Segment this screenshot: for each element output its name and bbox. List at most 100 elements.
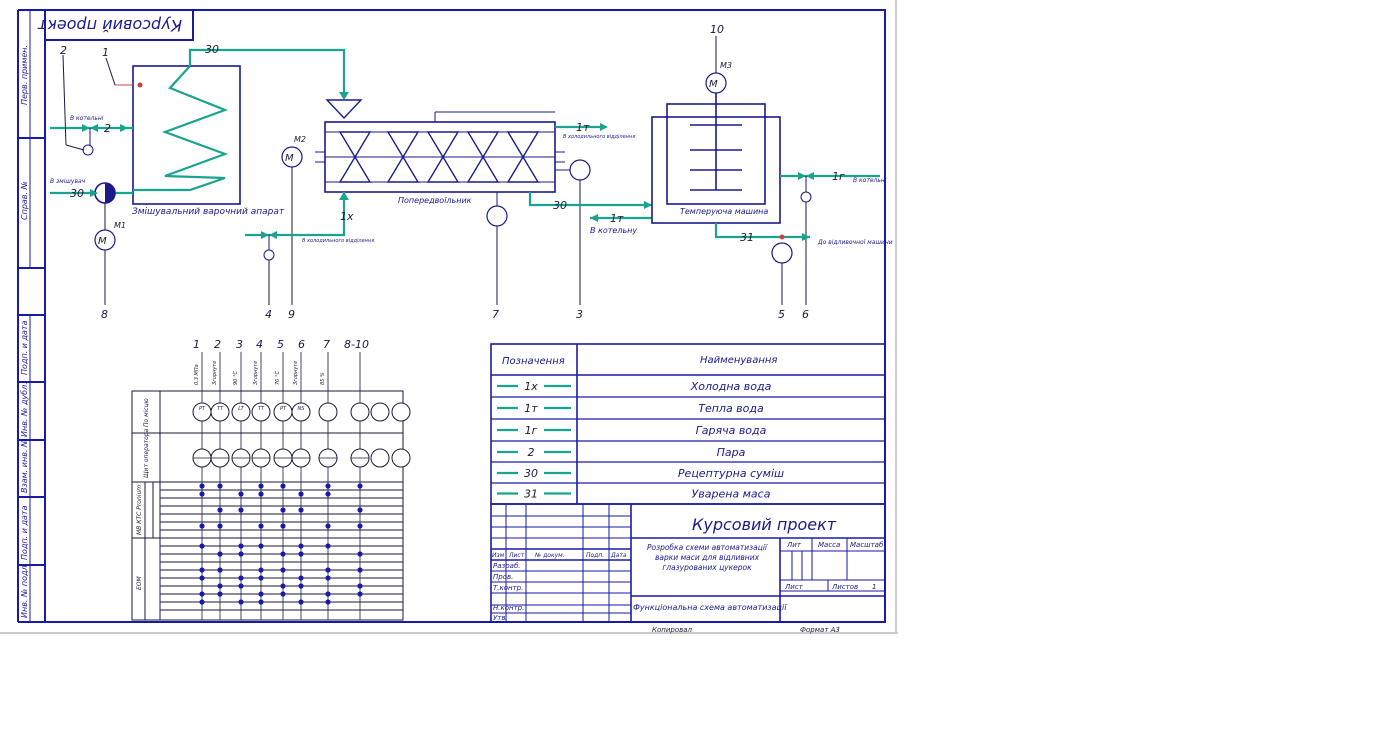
connection-dot xyxy=(238,491,244,497)
connection-dot xyxy=(258,543,264,549)
cooker-mixers xyxy=(325,131,555,183)
connection-dot xyxy=(199,483,205,489)
motor-m1: М1 xyxy=(114,221,126,230)
connection-dot xyxy=(298,575,304,581)
instrument-local xyxy=(251,402,271,422)
tb-format: Формат A3 xyxy=(800,626,840,634)
connection-dot xyxy=(217,551,223,557)
instrument-local xyxy=(231,402,251,422)
pos-1: 1 xyxy=(102,46,109,59)
svg-text:5: 5 xyxy=(277,338,284,351)
instrument-panel xyxy=(391,448,411,468)
panel-top-numbers: 1 2 3 4 5 6 7 8-10 xyxy=(193,338,369,351)
side-label: Подп. и дата xyxy=(20,320,29,375)
side-label: Перв. примен. xyxy=(20,45,29,105)
connection-dot xyxy=(357,591,363,597)
connection-dot xyxy=(258,575,264,581)
connection-dot xyxy=(238,551,244,557)
side-label: Подп. и дата xyxy=(20,505,29,560)
legend-code: 1г xyxy=(525,424,538,437)
to-boiler-label: В котельну xyxy=(590,226,637,235)
svg-text:6: 6 xyxy=(298,338,305,351)
connection-dot xyxy=(217,583,223,589)
connection-dot xyxy=(298,551,304,557)
pipe-30 xyxy=(188,48,346,96)
connection-dot xyxy=(199,567,205,573)
legend-table xyxy=(490,343,886,505)
connection-dot xyxy=(357,583,363,589)
connection-dot xyxy=(217,523,223,529)
side-label: Инв. № подл. xyxy=(20,563,29,618)
line-code-1g: 1г xyxy=(832,170,845,183)
tb-izm: Изм xyxy=(492,552,505,559)
connection-dot xyxy=(199,491,205,497)
legend-name: Холодна вода xyxy=(690,380,772,393)
motor-m3: М3 xyxy=(720,61,732,70)
instrument-tag: PT xyxy=(280,406,287,412)
pump-m1 xyxy=(50,182,133,305)
legend-code: 2 xyxy=(528,446,535,459)
pipe-31 xyxy=(714,223,810,239)
row-eom: ЕОМ xyxy=(136,575,143,590)
legend-name: Уварена маса xyxy=(692,488,771,501)
legend-header-code: Позначення xyxy=(502,356,565,367)
instrument-tag: PT xyxy=(199,406,206,412)
tb-role: Н.контр. xyxy=(493,604,524,612)
panel-note: 70 °С xyxy=(275,371,281,385)
project-title: Курсовий проект xyxy=(692,515,837,534)
svg-text:1: 1 xyxy=(193,338,200,351)
line-code-2: 2 xyxy=(104,122,111,135)
motor-symbol: M xyxy=(98,236,107,247)
tempering-label: Темперуюча машина xyxy=(680,207,768,216)
to-mold-label: До відливочної машини xyxy=(817,239,893,246)
tb-role: Пров. xyxy=(493,573,513,581)
pos-8: 8 xyxy=(101,308,108,321)
to-mixer-label: В змішувач xyxy=(50,178,86,185)
connection-dot xyxy=(357,483,363,489)
panel-note: 90 °С xyxy=(233,371,239,385)
connection-dot xyxy=(280,551,286,557)
connection-dot xyxy=(357,507,363,513)
instrument-local xyxy=(318,402,338,422)
instrument-panel xyxy=(370,448,390,468)
pos-10: 10 xyxy=(710,23,724,36)
pos-5: 5 xyxy=(778,308,785,321)
from-boiler-label: В котельні xyxy=(70,115,104,122)
connection-dot xyxy=(217,483,223,489)
panel-note: Згорнуте xyxy=(253,361,259,385)
connection-dot xyxy=(199,591,205,597)
line-code-1t: 1т xyxy=(576,121,590,134)
connection-dot xyxy=(325,599,331,605)
svg-text:4: 4 xyxy=(256,338,263,351)
tb-sheets-count: 1 xyxy=(872,583,876,591)
connection-dot xyxy=(325,523,331,529)
instrument-local xyxy=(350,402,370,422)
rotated-stamp xyxy=(44,9,194,41)
pos-3: 3 xyxy=(576,308,583,321)
instrument-local xyxy=(391,402,411,422)
to-boiler-small: В холодильного відділення xyxy=(563,134,635,140)
instrument-local xyxy=(370,402,390,422)
connection-dot xyxy=(217,507,223,513)
panel-note: 0.3 МПа xyxy=(194,364,200,385)
instrument-tag: LT xyxy=(238,406,244,412)
cooling-label: В холодильного відділення xyxy=(302,238,374,244)
tb-role: Т.контр. xyxy=(493,584,523,592)
title-block xyxy=(490,503,886,623)
svg-text:2: 2 xyxy=(214,338,221,351)
side-strip: Перв. примен. Справ. № Подп. и дата Инв.… xyxy=(18,10,45,622)
connection-dot xyxy=(325,491,331,497)
from-boiler-right: В котельні xyxy=(853,177,887,184)
motor-m2: М2 xyxy=(294,135,306,144)
tb-mass: Масса xyxy=(818,541,840,549)
instrument-tag: NS xyxy=(298,406,306,412)
connection-dot xyxy=(325,543,331,549)
side-label: Взам. инв. № xyxy=(20,439,29,493)
pre-cooker-label: Попередвоїльник xyxy=(398,196,472,205)
pipe-1x xyxy=(245,192,346,237)
row-operator: Щит оператора xyxy=(143,428,150,478)
line-code-30: 30 xyxy=(553,199,567,212)
connection-dot xyxy=(258,523,264,529)
drawing-name: Функціональна схема автоматизації xyxy=(633,603,788,612)
